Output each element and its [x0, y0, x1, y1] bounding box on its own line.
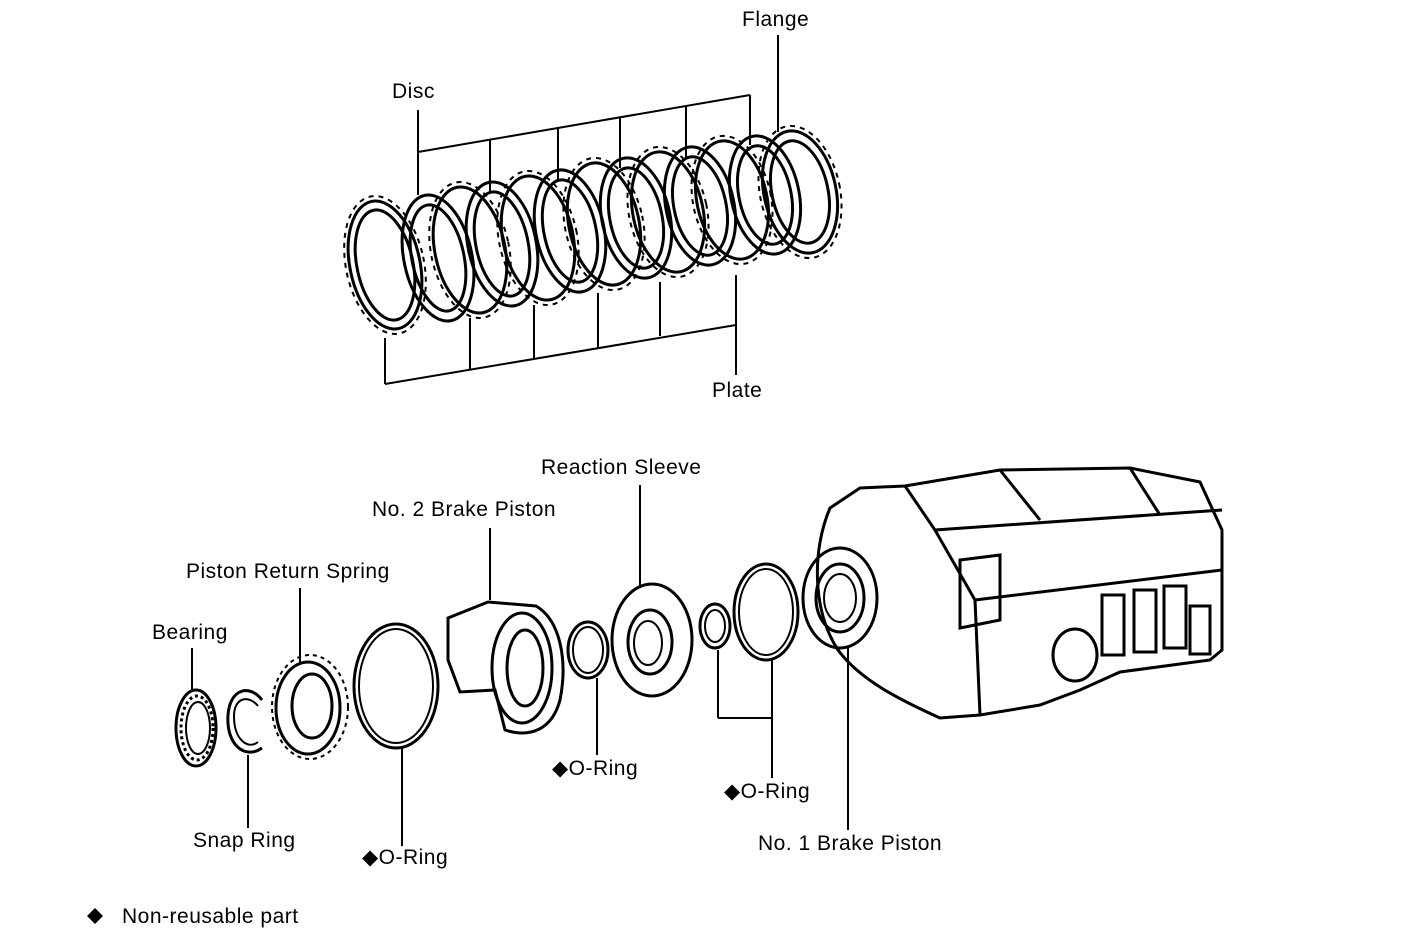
no2-brake-piston-part	[446, 528, 565, 735]
disc-leaders	[417, 94, 751, 195]
plate-label: Plate	[712, 379, 763, 402]
flange-label: Flange	[742, 8, 810, 31]
piston-return-spring-label: Piston Return Spring	[186, 560, 390, 583]
o-ring-label-1: ◆O-Ring	[362, 846, 449, 869]
piston-return-spring-part	[271, 588, 349, 760]
o-ring-3-part	[698, 562, 800, 778]
transmission-case	[815, 466, 1224, 720]
bearing-part	[174, 648, 218, 768]
o-ring-1-part	[352, 622, 440, 846]
o-ring-2-part	[566, 620, 610, 755]
plate-leaders	[384, 275, 737, 385]
disc-label: Disc	[392, 80, 435, 103]
o-ring-label-2: ◆O-Ring	[552, 757, 639, 780]
no1-brake-piston-part	[801, 546, 879, 830]
reaction-sleeve-label: Reaction Sleeve	[541, 456, 702, 479]
snap-ring-label: Snap Ring	[193, 829, 296, 852]
bearing-label: Bearing	[152, 621, 228, 644]
disc-plate-stack	[346, 129, 839, 331]
legend-diamond-icon	[87, 908, 103, 924]
no1-brake-piston-label: No. 1 Brake Piston	[758, 832, 943, 855]
snap-ring-part	[226, 689, 264, 828]
reaction-sleeve-part	[610, 485, 694, 698]
no2-brake-piston-label: No. 2 Brake Piston	[372, 498, 557, 521]
legend-text: Non-reusable part	[122, 905, 299, 928]
clutch-pack	[343, 35, 843, 385]
o-ring-label-3: ◆O-Ring	[724, 780, 811, 803]
